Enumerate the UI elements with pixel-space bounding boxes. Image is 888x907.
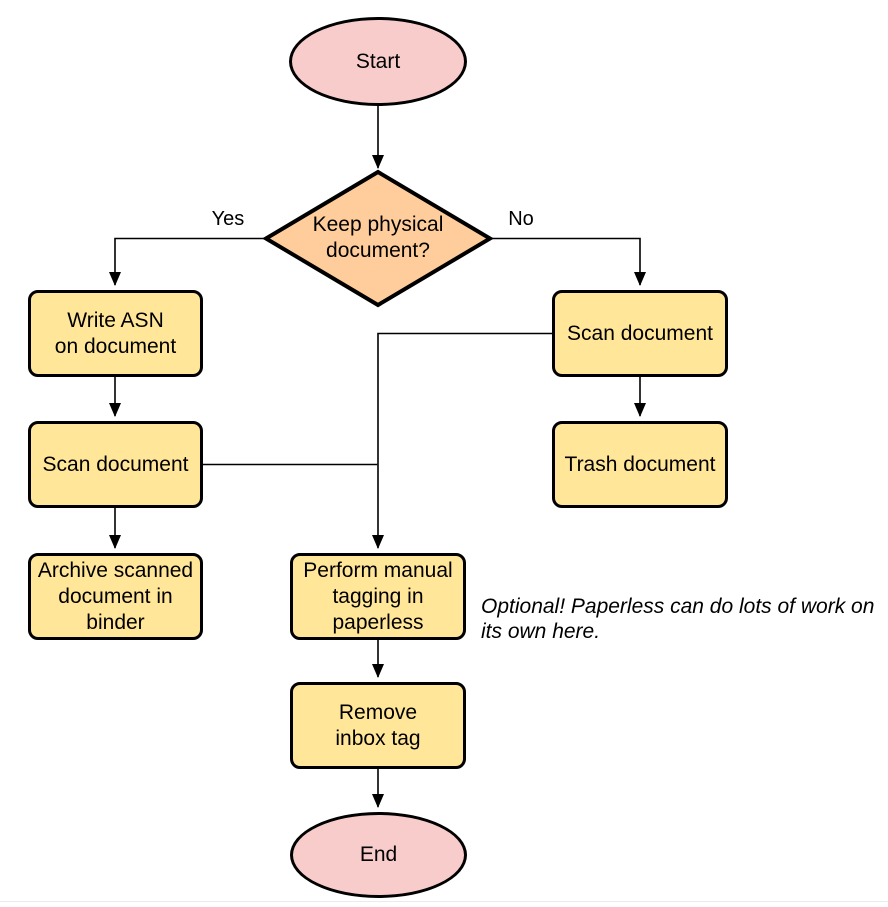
decision-diamond-shape [262,169,494,308]
edge-decision-no-to-scan-right [490,237,646,286]
node-scan-left: Scan document [28,421,203,508]
node-remove-inbox: Remove inbox tag [290,682,466,769]
node-scan-right: Scan document [552,290,728,377]
node-end: End [290,812,467,898]
node-start: Start [289,17,467,106]
edge-decision-yes-to-write-asn [109,237,266,286]
edge-label-no: No [508,208,534,230]
node-tagging: Perform manual tagging in paperless [290,553,466,640]
node-archive: Archive scanned document in binder [28,553,203,640]
node-decision-label: Keep physical document? [312,213,444,262]
edge-label-yes: Yes [211,208,245,230]
note-optional: Optional! Paperless can do lots of work … [481,595,875,643]
node-trash: Trash document [552,421,728,508]
node-end-label: End [359,843,398,866]
edge-scan-right-to-tagging [372,332,552,549]
node-write-asn: Write ASN on document [28,290,203,377]
window-bottom-edge [0,901,888,902]
node-start-label: Start [355,49,401,73]
